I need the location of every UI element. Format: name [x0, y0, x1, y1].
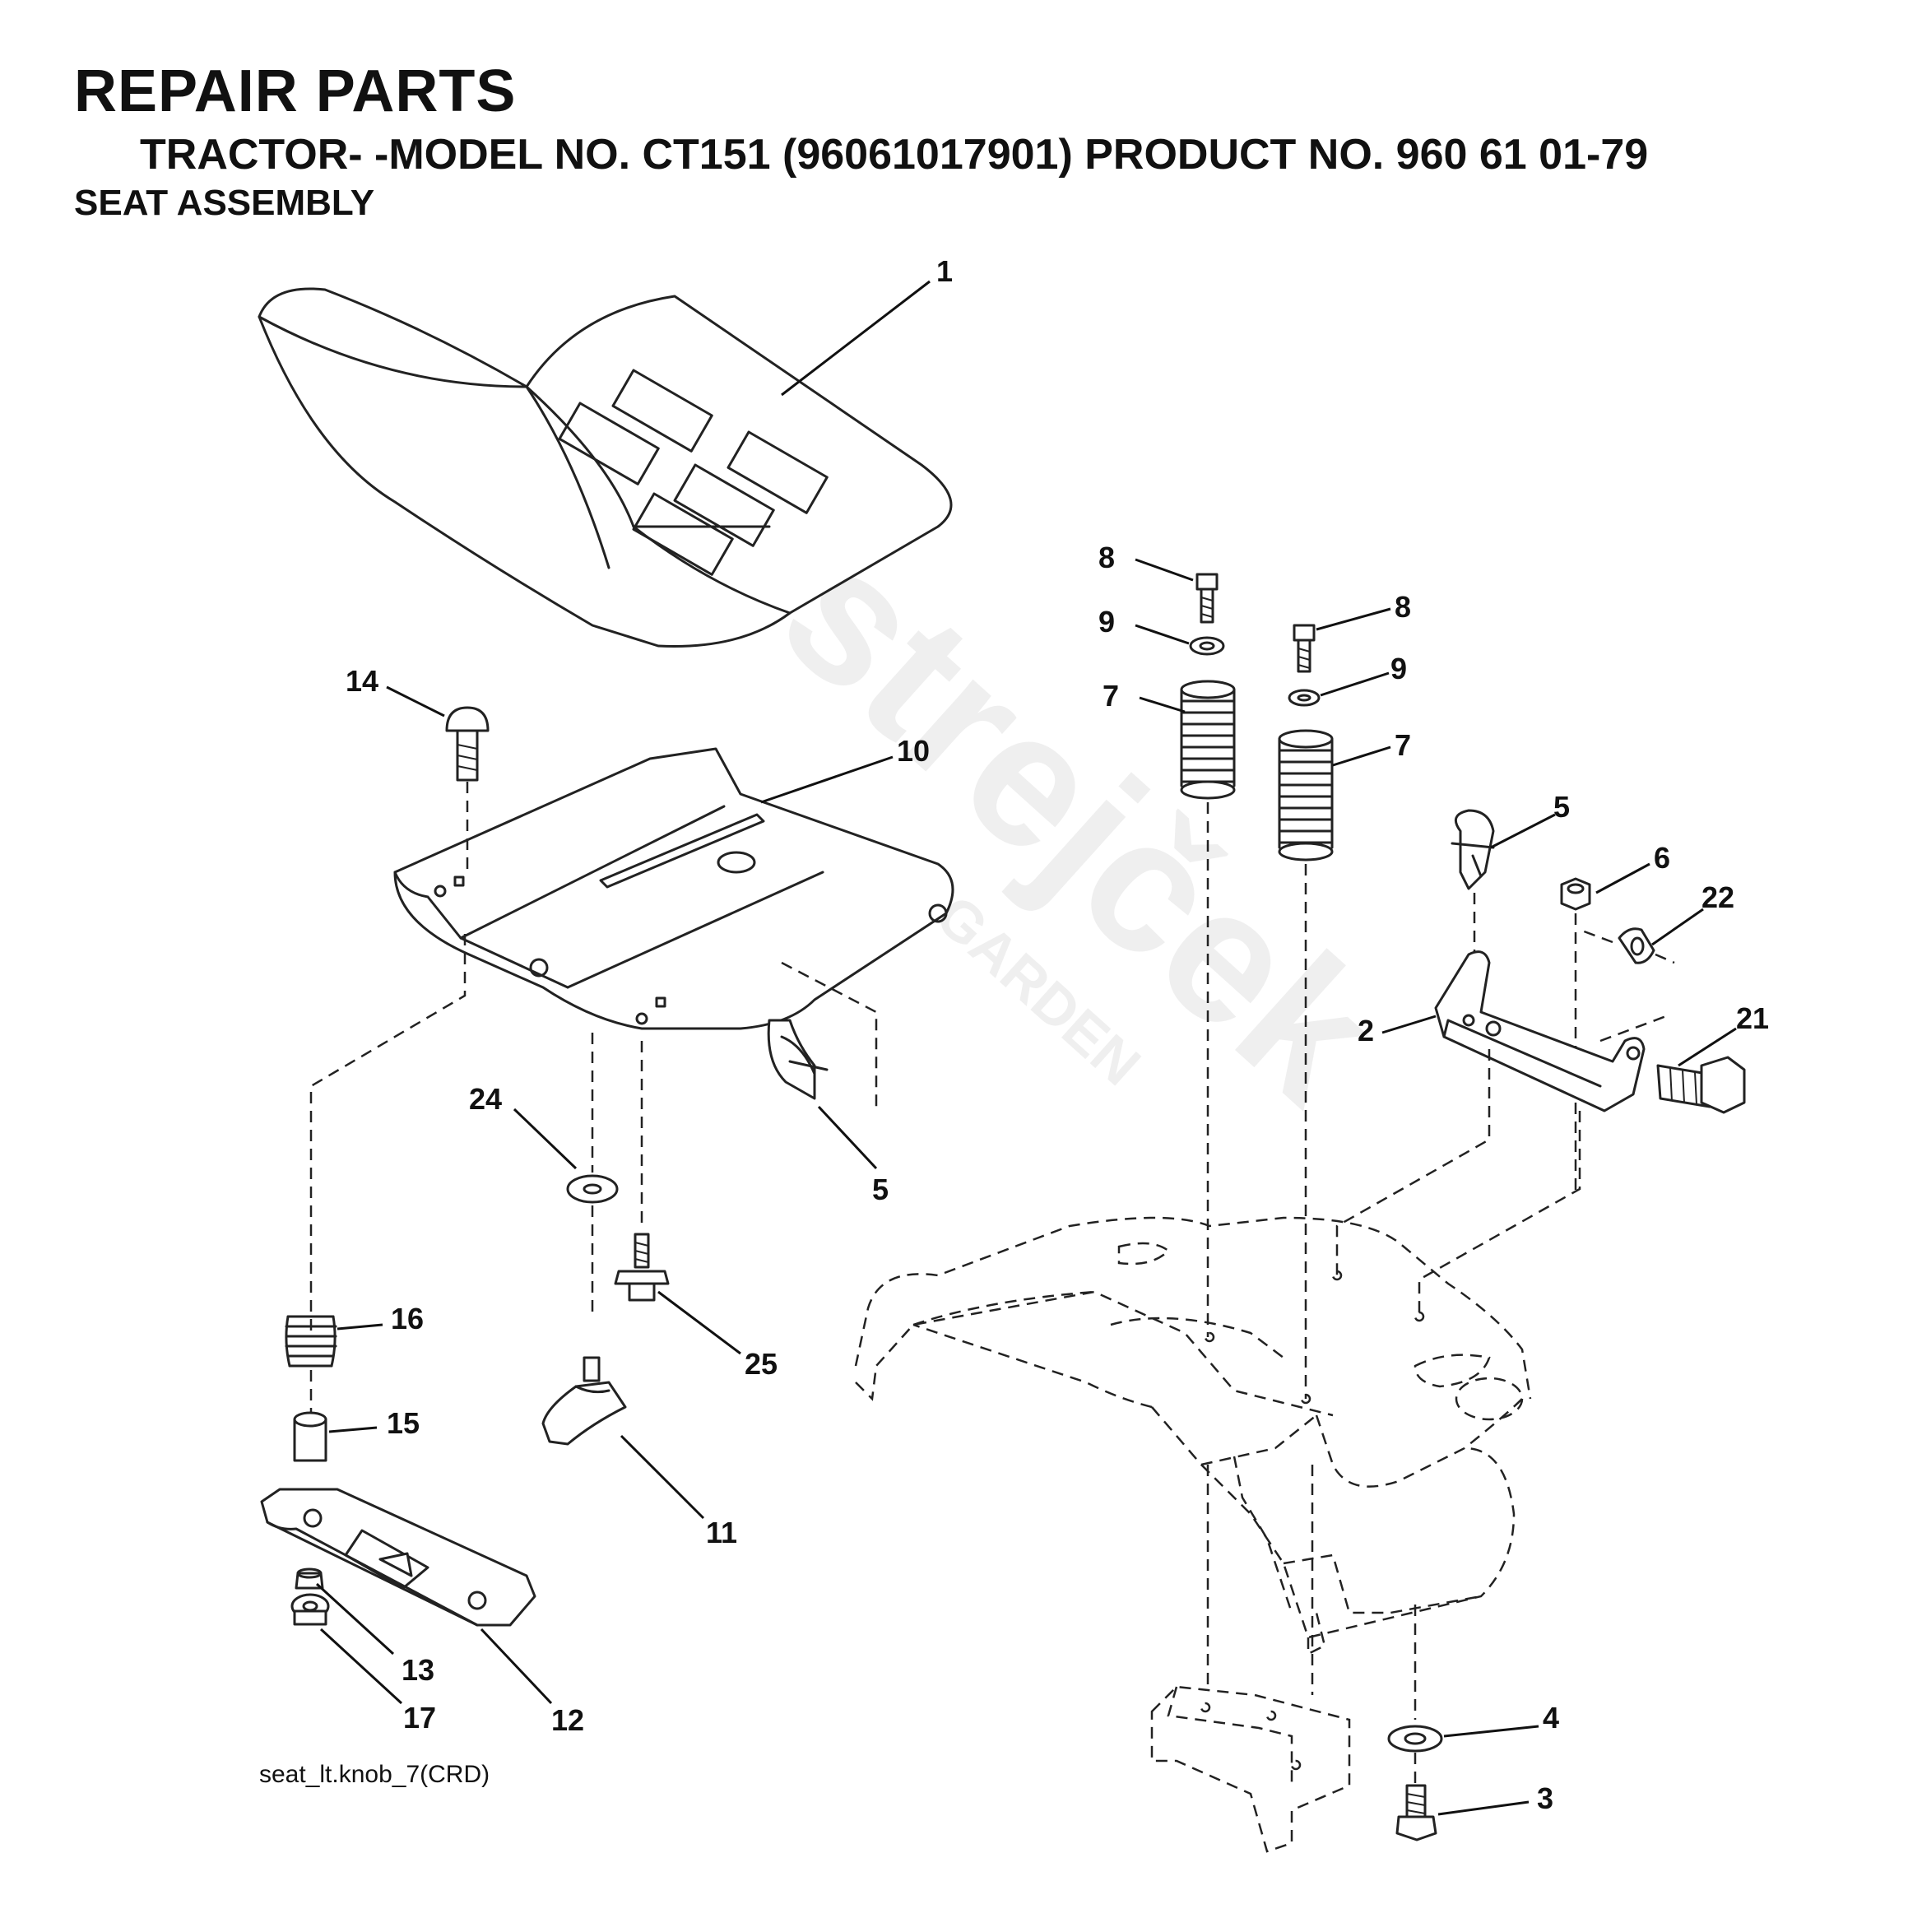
bracket-2-part	[1434, 950, 1646, 1112]
spring-16-part	[285, 1315, 337, 1368]
clip-right-part	[1451, 809, 1495, 890]
callout-5-right: 5	[1553, 790, 1570, 824]
washer-17-part	[290, 1593, 330, 1626]
callout-9-left: 9	[1098, 605, 1115, 639]
clip-left-part	[767, 1019, 829, 1100]
callout-22: 22	[1701, 880, 1734, 914]
callout-25: 25	[745, 1347, 778, 1381]
callout-3: 3	[1537, 1781, 1553, 1815]
washer-24-part	[566, 1174, 619, 1204]
nut-6-part	[1560, 877, 1591, 911]
callout-24: 24	[469, 1082, 502, 1116]
spacer-15-part	[293, 1411, 327, 1462]
callout-13: 13	[402, 1653, 434, 1687]
callout-7-left: 7	[1103, 679, 1119, 713]
callout-4: 4	[1543, 1701, 1559, 1735]
callout-1: 1	[936, 254, 953, 288]
callout-2: 2	[1358, 1014, 1374, 1047]
callout-21: 21	[1736, 1001, 1769, 1035]
nut-13-part	[295, 1567, 324, 1590]
callout-5-left: 5	[872, 1173, 889, 1206]
washer-4-part	[1387, 1725, 1443, 1753]
callout-15: 15	[387, 1406, 420, 1440]
model-subtitle: TRACTOR- -MODEL NO. CT151 (96061017901) …	[140, 131, 1649, 179]
callout-14: 14	[346, 664, 378, 698]
washer-9-left-part	[1189, 636, 1225, 656]
tractor-fender-phantom	[854, 1216, 1532, 1656]
section-title: SEAT ASSEMBLY	[74, 183, 375, 223]
callout-8-right: 8	[1395, 590, 1411, 624]
callout-17: 17	[403, 1701, 436, 1735]
seat-pan-part	[393, 747, 954, 1030]
carriage-bolt-part	[445, 706, 490, 782]
seat-part	[258, 287, 953, 648]
callout-11: 11	[706, 1516, 737, 1549]
adjuster-plate-part	[260, 1488, 536, 1627]
bolt-8-left-part	[1195, 573, 1219, 624]
nut-22-part	[1618, 927, 1655, 964]
callout-7-right: 7	[1395, 728, 1411, 762]
spring-7-left-part	[1180, 680, 1236, 800]
lower-bracket-phantom	[1150, 1685, 1351, 1853]
bolt-3-part	[1395, 1784, 1437, 1841]
callout-9-right: 9	[1390, 652, 1407, 685]
drawing-filename: seat_lt.knob_7(CRD)	[259, 1761, 490, 1788]
bolt-21-part	[1656, 1056, 1746, 1114]
callout-6: 6	[1654, 841, 1670, 875]
bolt-8-right-part	[1293, 624, 1316, 673]
callout-12: 12	[551, 1703, 584, 1737]
spring-7-right-part	[1278, 729, 1334, 862]
washer-9-right-part	[1288, 689, 1321, 707]
callout-16: 16	[391, 1302, 424, 1335]
callout-8-left: 8	[1098, 541, 1115, 574]
page-title: REPAIR PARTS	[74, 58, 517, 124]
knob-11-part	[541, 1356, 627, 1446]
callout-10: 10	[897, 734, 930, 768]
shoulder-bolt-part	[614, 1233, 670, 1302]
